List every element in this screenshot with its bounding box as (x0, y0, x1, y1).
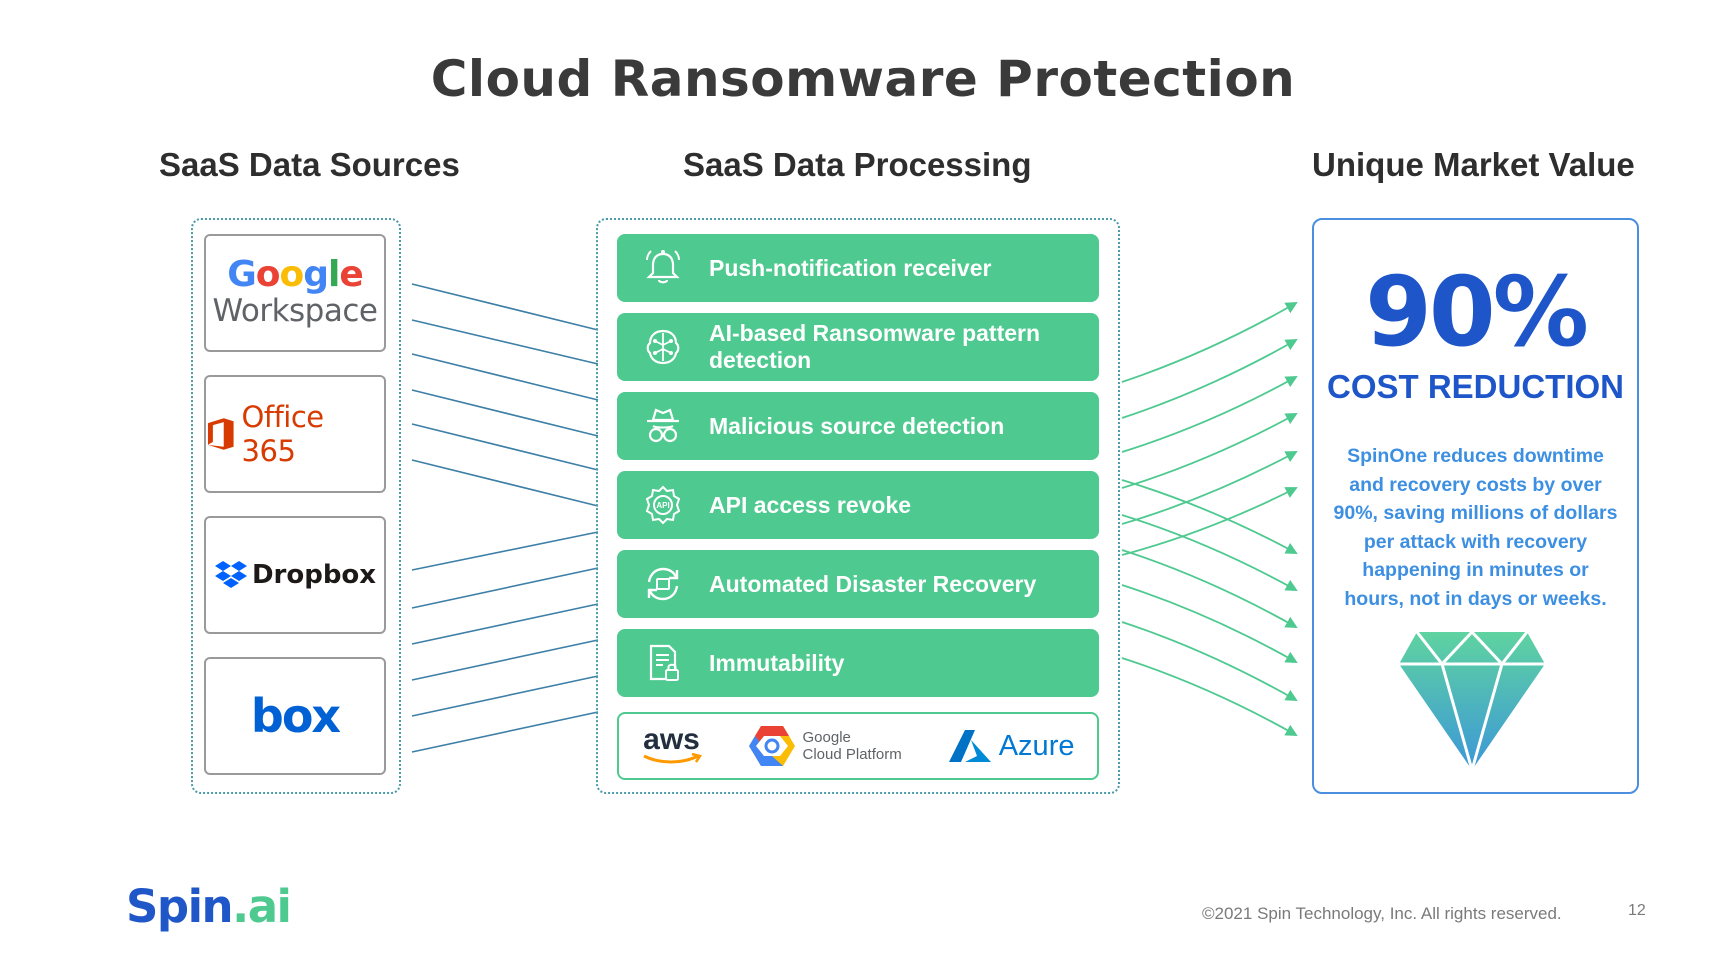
source-connector-line (411, 711, 599, 753)
source-connector-line (411, 353, 599, 401)
source-connector-line (411, 283, 599, 331)
google-letter: l (328, 254, 340, 295)
value-heading: Unique Market Value (1312, 146, 1635, 183)
process-label: Push-notification receiver (709, 254, 992, 281)
process-push-notification: Push-notification receiver (617, 234, 1099, 302)
value-arrow (1121, 657, 1298, 736)
aws-smile-icon (642, 753, 702, 764)
value-arrow (1121, 339, 1298, 419)
value-arrow (1121, 621, 1298, 701)
market-value-panel: 90% COST REDUCTION SpinOne reduces downt… (1312, 218, 1639, 794)
azure-label: Azure (998, 729, 1075, 762)
brain-icon (646, 329, 680, 365)
azure-logo: Azure (947, 728, 1075, 764)
slide-title: Cloud Ransomware Protection (430, 50, 1296, 108)
office365-card: Office 365 (204, 375, 386, 493)
processing-heading: SaaS Data Processing (683, 146, 1032, 183)
dropbox-card: Dropbox (204, 516, 386, 634)
value-arrow (1121, 584, 1298, 663)
office-logo-icon (207, 418, 234, 450)
gcp-hexagon-icon (748, 726, 795, 766)
value-arrow (1121, 487, 1298, 556)
value-arrow (1121, 451, 1298, 525)
value-arrow (1121, 514, 1298, 591)
office365-label: Office 365 (241, 400, 325, 468)
sources-heading: SaaS Data Sources (159, 146, 460, 183)
dropbox-logo-icon (214, 561, 247, 588)
page-number: 12 (1628, 902, 1646, 919)
bell-icon (646, 250, 680, 284)
gcp-logo: Google Cloud Platform (747, 724, 902, 768)
google-letter: o (255, 254, 281, 295)
azure-icon (948, 730, 991, 762)
logo-main: Spin (126, 880, 234, 933)
box-label: box (250, 689, 341, 743)
process-ai-detection: AI-based Ransomware pattern detection (617, 313, 1099, 381)
cost-reduction-headline: COST REDUCTION (1327, 368, 1624, 405)
source-connector-line (411, 567, 599, 609)
value-arrow (1121, 479, 1298, 554)
google-workspace-label: Workspace (212, 293, 378, 329)
source-connector-line (411, 423, 599, 471)
process-label: Automated Disaster Recovery (709, 570, 1037, 597)
source-connector-line (411, 639, 599, 681)
source-connector-line (411, 389, 599, 437)
process-label: Immutability (709, 649, 845, 676)
api-gear-icon: API (645, 485, 681, 525)
value-arrow (1121, 376, 1298, 453)
processing-container (596, 218, 1120, 794)
process-label: Malicious source detection (709, 412, 1005, 439)
value-arrow (1121, 413, 1298, 489)
logo-dot: .ai (232, 880, 292, 933)
cost-reduction-percent: 90% (1365, 256, 1589, 368)
process-malicious-source: Malicious source detection (617, 392, 1099, 460)
process-immutability: Immutability (617, 629, 1099, 697)
svg-text:API: API (656, 501, 669, 510)
google-letter: G (227, 254, 257, 295)
box-card: box (204, 657, 386, 775)
process-disaster-recovery: Automated Disaster Recovery (617, 550, 1099, 618)
spin-ai-logo: Spin.ai (126, 880, 292, 933)
source-connector-line (411, 319, 599, 365)
gcp-line2: Cloud Platform (802, 746, 902, 763)
google-letter: o (279, 254, 305, 295)
gcp-line1: Google (802, 729, 851, 746)
diamond-icon (1399, 630, 1545, 771)
process-label: AI-based Ransomware pattern detection (709, 320, 1041, 373)
cloud-providers-row: aws Google Cloud Platform Azure (617, 712, 1099, 780)
value-arrow (1121, 549, 1298, 628)
google-letter: g (303, 254, 329, 295)
aws-label: aws (643, 723, 700, 756)
google-logo-text: Google (227, 254, 364, 295)
google-letter: e (339, 254, 363, 295)
value-arrow (1121, 302, 1298, 383)
dropbox-label: Dropbox (251, 560, 377, 590)
source-connector-line (411, 459, 599, 507)
process-api-revoke: API API access revoke (617, 471, 1099, 539)
google-workspace-card: Google Workspace (204, 234, 386, 352)
source-connector-line (411, 531, 599, 571)
value-description: SpinOne reduces downtime and recovery co… (1333, 445, 1618, 610)
process-label: API access revoke (709, 491, 912, 518)
sources-container (191, 218, 401, 794)
source-connector-line (411, 603, 599, 645)
source-connector-line (411, 675, 599, 717)
recovery-cycle-icon (647, 567, 679, 601)
aws-logo: aws (642, 723, 702, 765)
locked-document-icon (649, 644, 679, 681)
copyright: ©2021 Spin Technology, Inc. All rights r… (1202, 904, 1562, 923)
spy-icon (647, 408, 679, 443)
